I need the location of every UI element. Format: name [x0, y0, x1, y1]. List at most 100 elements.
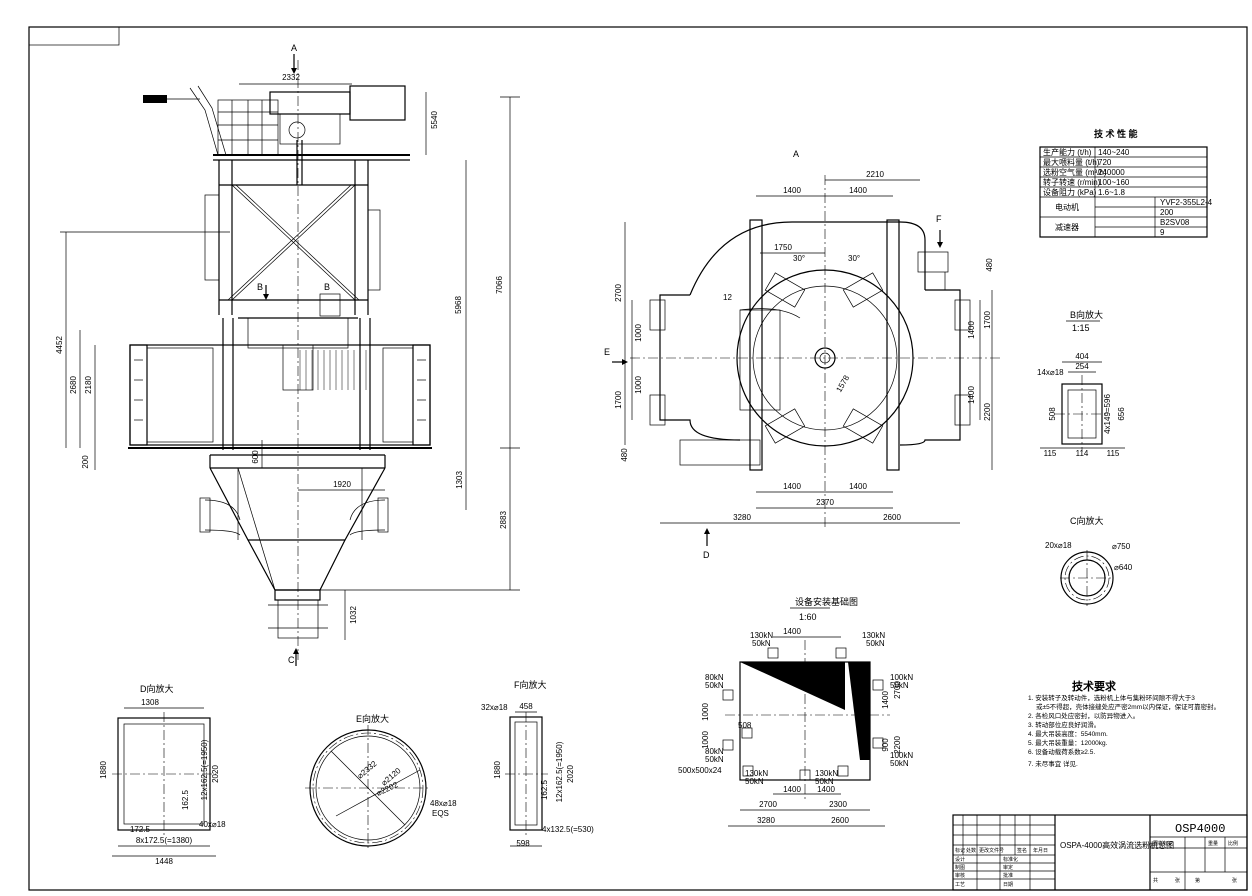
tech-row-2-label: 选粉空气量 (m³/h) [1043, 167, 1107, 177]
load-right-lower: 100kN [890, 751, 913, 760]
model-number: OSP4000 [1175, 822, 1225, 836]
plan-dim-1400-r1: 1400 [967, 321, 976, 339]
fdn-dim-1400-bottom-b: 1400 [817, 785, 835, 794]
e-dim-48x18: 48x⌀18 [430, 799, 457, 808]
load-right-upper: 100kN [890, 673, 913, 682]
fdn-dim-1400-top: 1400 [783, 627, 801, 636]
d-dim-162-5: 162.5 [181, 789, 190, 810]
fdn-dim-2300: 2300 [829, 800, 847, 809]
b-dim-508: 508 [1048, 407, 1057, 421]
b-view-scale: 1:15 [1072, 323, 1090, 333]
flange-detail: C向放大 20x⌀18 ⌀750 ⌀640 [1045, 515, 1133, 606]
fdn-dim-1400-bottom: 1400 [783, 785, 801, 794]
fdn-dim-508: 508 [738, 721, 752, 730]
dim-2180: 2180 [84, 376, 93, 394]
b-dim-4x149: 4x149=596 [1103, 394, 1112, 434]
plan-dim-480-r: 480 [985, 258, 994, 272]
load-embed-plate: 500x500x24 [678, 766, 722, 775]
plan-dim-30-b: 30° [848, 254, 860, 263]
f-dim-12x162: 12x162.5(=1950) [555, 741, 564, 802]
plan-dim-1000-b: 1000 [634, 376, 643, 394]
tech-row-7-value: B2SV08 [1160, 218, 1190, 227]
d-dim-1880: 1880 [99, 761, 108, 779]
f-view-detail: F向放大 32x⌀18 458 1880 2020 162.5 12x162.5… [481, 679, 594, 848]
load-bottom-right-2: 50kN [815, 777, 834, 786]
plan-dim-2200: 2200 [983, 403, 992, 421]
plan-dim-30-a: 30° [793, 254, 805, 263]
tech-performance-table: 技 术 性 能 生产能力 (t/h) 140~240 最大喂料量 (t/h) 7… [1039, 128, 1213, 238]
b-dim-254: 254 [1075, 362, 1089, 371]
e-view-title: E向放大 [356, 713, 389, 724]
plan-dim-1750: 1750 [774, 243, 792, 252]
dim-4452: 4452 [55, 336, 64, 354]
dim-5540: 5540 [430, 111, 439, 129]
title-block: 标记 处数 更改文件号 签名 年月日 设计 标准化 制图 审定 审核 批准 工艺… [952, 814, 1248, 891]
plan-dim-2210: 2210 [866, 170, 884, 179]
tech-row-0-value: 140~240 [1098, 148, 1130, 157]
plan-dim-2700: 2700 [614, 284, 623, 302]
flange-dim-640: ⌀640 [1114, 563, 1133, 572]
foundation-title: 设备安装基础图 [795, 596, 858, 607]
fdn-dim-3280: 3280 [757, 816, 775, 825]
load-top-right-2: 50kN [866, 639, 885, 648]
req-item-0: 1. 安装转子及转动件，选粉机上体与集粉环间隙不得大于3 [1028, 693, 1195, 702]
dim-2883: 2883 [499, 511, 508, 529]
requirements-title: 技术要求 [1072, 679, 1117, 693]
dim-1920: 1920 [333, 480, 351, 489]
plan-dim-480-l: 480 [620, 448, 629, 462]
tb-label-5: 年月日 [1033, 847, 1048, 854]
f-dim-2020: 2020 [566, 765, 575, 783]
tech-row-1-value: 720 [1098, 158, 1112, 167]
dim-7066: 7066 [495, 276, 504, 294]
tb-right-0: 图样标记 [1153, 840, 1173, 847]
marker-f: F [936, 214, 942, 224]
tb-label-4: 签名 [1017, 847, 1027, 854]
plan-view-a: A 2210 1400 [604, 149, 1000, 560]
tb-label-3: 更改文件号 [979, 847, 1004, 854]
technical-requirements: 技术要求 1. 安装转子及转动件，选粉机上体与集粉环间隙不得大于3 或±5不得超… [1028, 679, 1220, 768]
d-dim-40x18: 40x⌀18 [199, 820, 226, 829]
rotor-blades [299, 350, 367, 390]
d-dim-1448: 1448 [155, 857, 173, 866]
b-dim-115-a: 115 [1044, 449, 1057, 458]
main-elevation-view: 2332 5540 7066 5968 4452 2680 2180 200 6… [55, 43, 520, 666]
load-right-upper-2: 50kN [890, 681, 909, 690]
plan-dim-1400-r2: 1400 [967, 386, 976, 404]
dim-5968: 5968 [454, 296, 463, 314]
marker-a-top: A [291, 43, 297, 53]
tb-label-7: 标准化 [1003, 856, 1018, 863]
fdn-dim-2700-r: 2700 [893, 681, 902, 699]
dim-1303: 1303 [455, 471, 464, 489]
req-item-5: 5. 最大吊装重量：12000kg. [1028, 738, 1108, 747]
plan-dim-1700-r: 1700 [983, 311, 992, 329]
tb-right-2: 比例 [1228, 840, 1238, 847]
plan-dim-1400-b: 1400 [849, 186, 867, 195]
load-bottom-left-2: 50kN [745, 777, 764, 786]
tech-row-1-label: 最大喂料量 (t/h) [1043, 157, 1100, 167]
tech-row-4-value: 1.6~1.8 [1098, 188, 1125, 197]
d-view-title: D向放大 [140, 683, 174, 694]
tb-right-1: 重量 [1208, 840, 1218, 847]
fdn-dim-2700: 2700 [759, 800, 777, 809]
d-view-detail: D向放大 1308 1880 2020 162.5 12x162.5(=1950… [99, 683, 226, 866]
f-view-title: F向放大 [514, 679, 547, 690]
req-item-1: 或±5不得超，壳体接缝处应严密2mm以内保证，保证可靠密封。 [1036, 702, 1220, 711]
e-dim-eqs: EQS [432, 809, 449, 818]
e-dim-2332: ⌀2332 [356, 759, 380, 781]
req-item-4: 4. 最大吊装高度：5540mm. [1028, 729, 1108, 738]
tech-row-5-value: YVF2-355L2-4 [1160, 198, 1213, 207]
fdn-dim-900-r: 900 [881, 738, 890, 752]
f-dim-32x18: 32x⌀18 [481, 703, 508, 712]
req-item-6: 6. 设备动载荷系数≥2.5. [1028, 747, 1095, 756]
req-item-3: 3. 转动部位应良好润滑。 [1028, 720, 1100, 729]
tb-label-12: 工艺 [955, 882, 965, 888]
plan-dim-2370: 2370 [816, 498, 834, 507]
load-left-upper-2: 50kN [705, 681, 724, 690]
tb-right-6: 张 [1232, 877, 1237, 884]
b-dim-14x18: 14x⌀18 [1037, 368, 1064, 377]
f-dim-598: 598 [516, 839, 530, 848]
drawing-name: OSPA-4000高效涡流选粉机总图 [1060, 840, 1174, 850]
dim-200: 200 [81, 455, 90, 469]
plan-dim-12: 12 [723, 293, 732, 302]
